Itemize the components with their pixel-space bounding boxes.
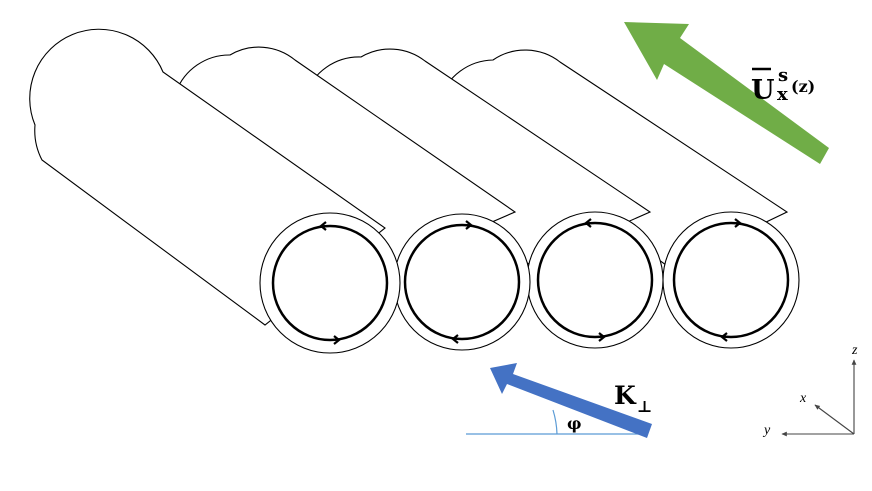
z-axis-label: z xyxy=(851,343,858,358)
mean-flow-symbol: U xyxy=(751,75,775,106)
x-axis xyxy=(814,404,855,435)
mean-flow-argument: (z) xyxy=(791,77,815,96)
roll-cylinder-2 xyxy=(175,46,531,351)
roll-cylinder-1 xyxy=(29,28,401,354)
roll-cylinder-4 xyxy=(439,49,800,349)
wave-vector-subscript: ⊥ xyxy=(637,397,652,416)
coordinate-axes: z y x xyxy=(762,343,858,438)
mean-flow-superscript: s xyxy=(778,65,788,86)
wave-vector-label: K ⊥ xyxy=(614,381,652,416)
mean-flow-arrow xyxy=(624,22,829,164)
mean-flow-subscript: x xyxy=(777,84,788,105)
x-axis-label: x xyxy=(799,391,807,406)
wave-vector-symbol: K xyxy=(614,381,637,410)
y-axis-label: y xyxy=(762,423,771,438)
mean-flow-label: U s x (z) xyxy=(751,65,815,106)
angle-label: φ xyxy=(567,414,581,433)
wave-vector-arrow xyxy=(490,363,652,438)
rotation-arrows xyxy=(319,218,742,345)
angle-arc xyxy=(552,409,558,435)
